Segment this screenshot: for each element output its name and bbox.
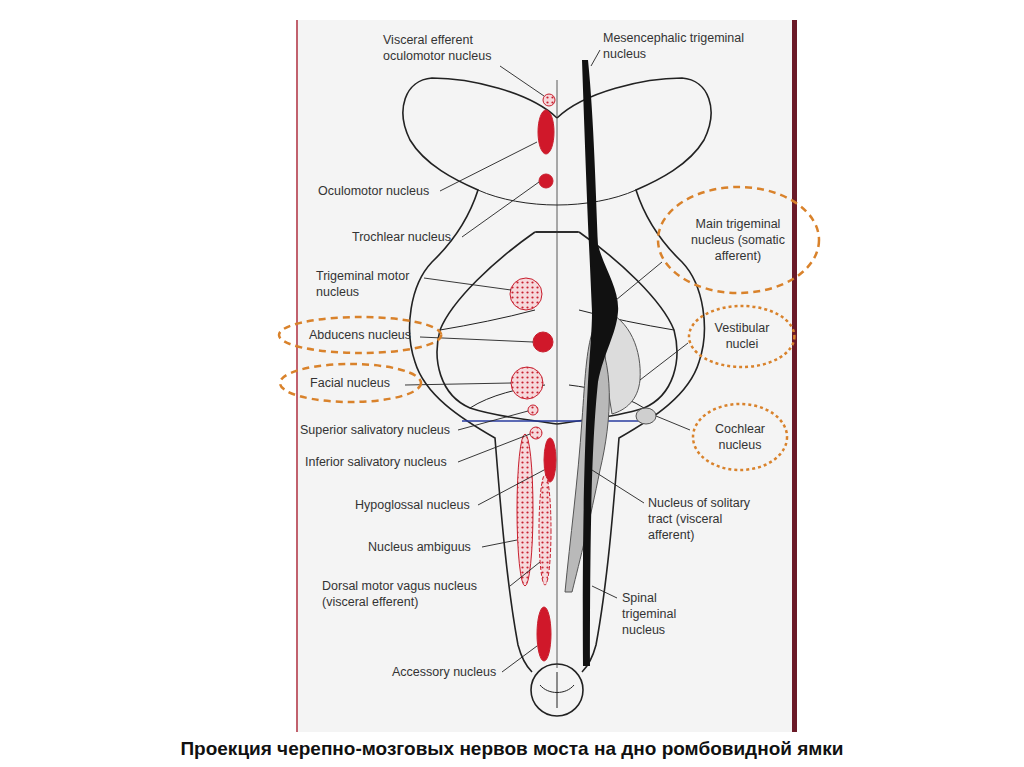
motor-nuclei: [510, 94, 556, 661]
figure-caption: Проекция черепно-мозговых нервов моста н…: [0, 738, 1024, 760]
dashed-ellipse: [658, 187, 819, 293]
figure-ground: [296, 20, 795, 732]
dashed-ellipse: [279, 317, 441, 353]
nucleus-label: Dorsal motor vagus nucleus (visceral eff…: [322, 578, 504, 610]
nucleus-label: Cochlear nucleus: [709, 421, 771, 453]
dashed-ellipse: [280, 364, 421, 402]
nucleus-label: Facial nucleus: [303, 375, 398, 391]
nucleus-label: Trochlear nucleus: [352, 229, 451, 245]
brainstem-outline: [403, 78, 711, 716]
dashed-ellipse: [693, 404, 787, 470]
trigeminal-column: [582, 60, 618, 666]
leader-lines: [405, 50, 690, 672]
frame-bar: [792, 20, 797, 732]
ellipse-outline: [687, 304, 796, 369]
highlight-ellipse: Cochlear nucleus: [691, 402, 789, 472]
highlight-ellipse: Facial nucleus: [278, 362, 423, 404]
nucleus-label: Oculomotor nucleus: [318, 183, 429, 199]
dashed-ellipse: [689, 306, 794, 367]
nucleus-label: Nucleus of solitary tract (visceral affe…: [648, 495, 758, 543]
nucleus-label: Accessory nucleus: [392, 664, 496, 680]
cochlear-region: [636, 408, 656, 424]
nucleus-label: Superior salivatory nucleus: [300, 422, 450, 438]
ellipse-outline: [691, 402, 789, 472]
frame-line: [296, 20, 298, 732]
highlight-ellipse: Abducens nucleus: [277, 315, 443, 355]
nucleus-label: Abducens nucleus: [305, 327, 415, 343]
nucleus-label: Mesencephalic trigeminal nucleus: [603, 30, 753, 62]
highlight-ellipse: Main trigeminal nucleus (somatic afferen…: [656, 185, 821, 295]
nucleus-label: Vestibular nuclei: [707, 320, 777, 352]
highlight-ellipse: Vestibular nuclei: [687, 304, 796, 369]
nucleus-label: Spinal trigeminal nucleus: [622, 590, 700, 638]
midline: [557, 80, 558, 668]
nucleus-label: Inferior salivatory nucleus: [305, 454, 447, 470]
nucleus-label: Visceral efferent oculomotor nucleus: [383, 32, 508, 64]
nucleus-label: Nucleus ambiguus: [368, 539, 471, 555]
nucleus-label: Trigeminal motor nucleus: [316, 268, 421, 300]
nucleus-label: Hypoglossal nucleus: [355, 497, 470, 513]
nucleus-label: Main trigeminal nucleus (somatic afferen…: [691, 216, 786, 264]
